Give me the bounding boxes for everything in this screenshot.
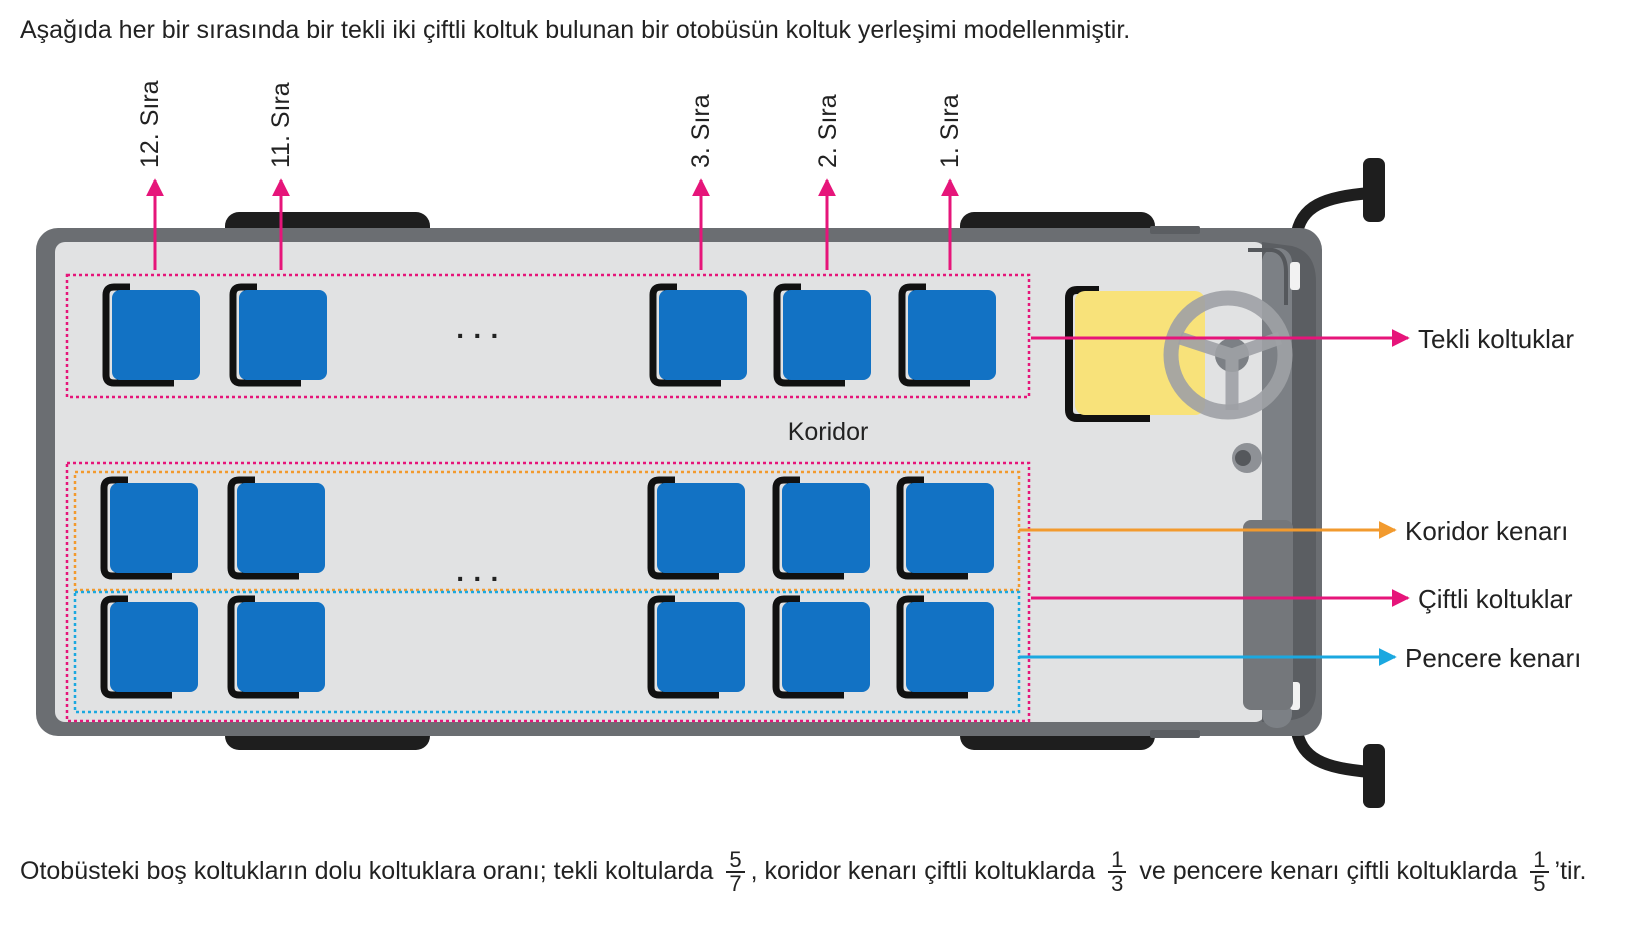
mirror-bottom: [1290, 720, 1385, 808]
statement-part-4: ’tir.: [1554, 857, 1587, 885]
ratio-statement: Otobüsteki boş koltukların dolu koltukla…: [20, 848, 1630, 895]
ellipsis-double: · · ·: [456, 563, 500, 594]
row2-label: 2. Sıra: [814, 94, 842, 168]
statement-part-1: Otobüsteki boş koltukların dolu koltukla…: [20, 857, 714, 885]
seat-corridor-row2: [776, 480, 870, 576]
window-side-label: Pencere kenarı: [1405, 643, 1581, 673]
window-side-box: [73, 590, 1021, 714]
seat-window-row2: [776, 599, 870, 695]
ellipsis-single: · · ·: [456, 320, 500, 351]
seat-window-row12: [104, 599, 198, 695]
seat-single-row3: [653, 287, 747, 383]
row12-label: 12. Sıra: [136, 80, 164, 168]
row3-label: 3. Sıra: [687, 94, 715, 168]
double-seats-label: Çiftli koltuklar: [1418, 584, 1573, 614]
seat-single-row12: [106, 287, 200, 383]
double-seats-box: [65, 461, 1031, 723]
statement-part-2: , koridor kenarı çiftli koltuklarda: [750, 857, 1096, 885]
statement-part-3: ve pencere kenarı çiftli koltuklarda: [1139, 857, 1518, 885]
seat-corridor-row3: [651, 480, 745, 576]
seat-single-row1: [902, 287, 996, 383]
seat-window-row1: [900, 599, 994, 695]
indicator-top: [1290, 262, 1300, 290]
seat-single-row2: [777, 287, 871, 383]
row1-label: 1. Sıra: [936, 94, 964, 168]
corridor-side-label: Koridor kenarı: [1405, 516, 1568, 546]
door-panel: [1243, 520, 1293, 710]
seat-window-row11: [231, 599, 325, 695]
row11-label: 11. Sıra: [267, 82, 295, 168]
seat-single-row11: [233, 287, 327, 383]
intro-text: Aşağıda her bir sırasında bir tekli iki …: [20, 16, 1131, 44]
mirror-top: [1290, 158, 1385, 244]
corridor-label: Koridor: [788, 418, 869, 446]
single-seats-box: [65, 273, 1031, 399]
steering-wheel-icon: [1163, 290, 1293, 420]
seat-corridor-row1: [900, 480, 994, 576]
seat-corridor-row11: [231, 480, 325, 576]
seat-window-row3: [651, 599, 745, 695]
single-seats-label: Tekli koltuklar: [1418, 324, 1574, 354]
seat-corridor-row12: [104, 480, 198, 576]
